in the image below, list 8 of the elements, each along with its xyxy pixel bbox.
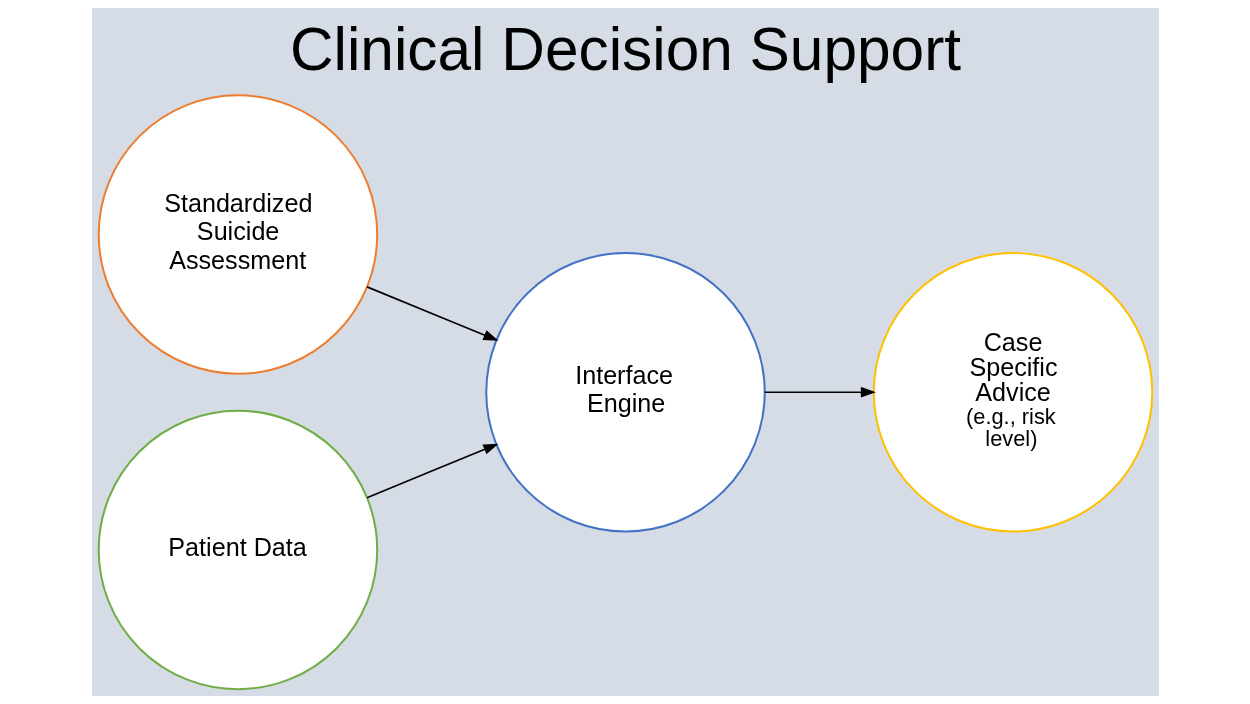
arrow — [763, 386, 876, 398]
node-circle: Case Specific Advice (e.g., risk level) — [872, 252, 1153, 533]
node-circle: Patient Data — [97, 409, 378, 691]
node-circle: Standardized Suicide Assessment — [97, 94, 378, 375]
arrow — [365, 443, 498, 499]
diagram-title: Clinical Decision Support — [289, 14, 961, 83]
arrow — [365, 286, 498, 341]
node-circle: Interface Engine — [484, 252, 766, 533]
